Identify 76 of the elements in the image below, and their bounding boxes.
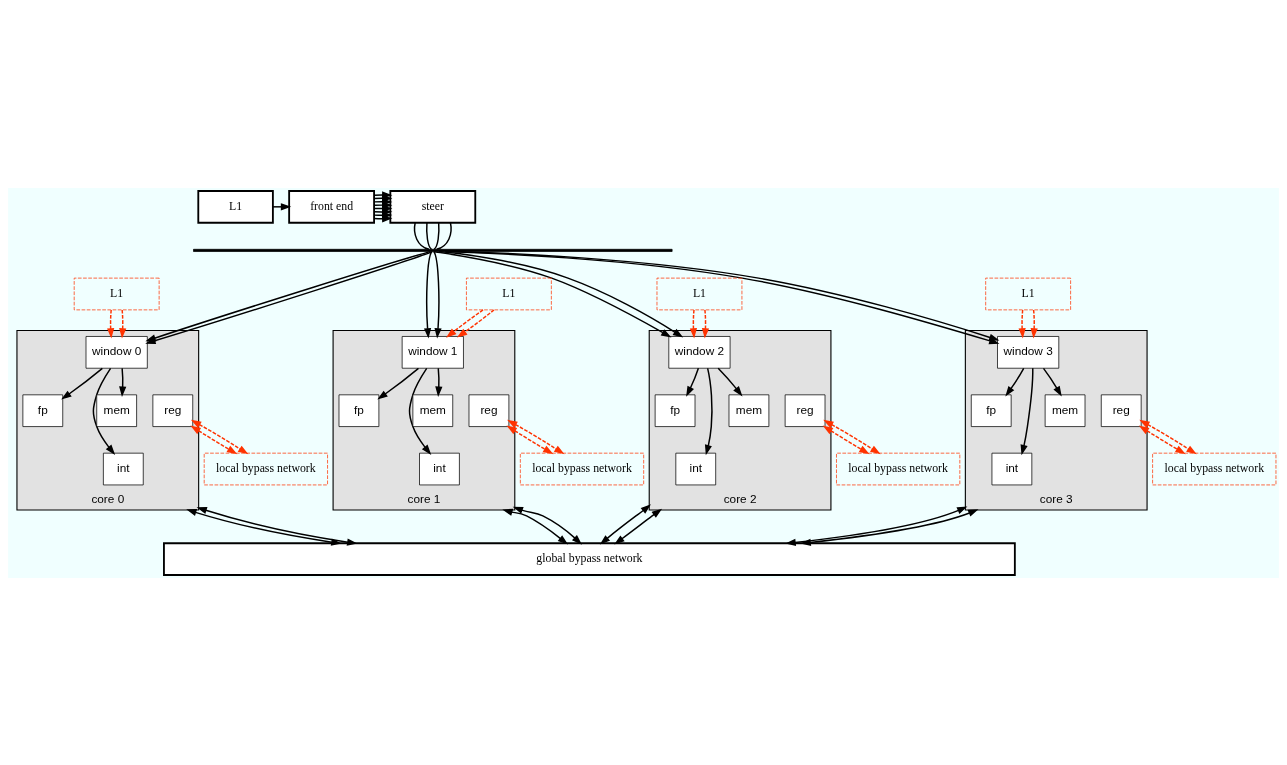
node-box: steer [389,189,477,224]
node-box: L1 [197,189,274,224]
arrow [1018,308,1026,339]
node-box: int [675,452,717,485]
arrow [1030,308,1038,339]
arrow [1020,367,1034,455]
arrow [435,367,443,397]
arrow [446,308,484,338]
connector [435,221,452,250]
node-box: fp [338,393,380,427]
arrow [408,367,432,455]
arrow [502,508,569,545]
node-box: mem [96,393,137,427]
node-box: window 0 [85,335,148,369]
node-box: local bypass network [519,452,645,485]
arrow [823,419,881,454]
node-box: local bypass network [1152,452,1277,485]
node-box: int [103,452,144,485]
arrow [689,308,698,339]
arrow [717,367,743,396]
node-box: int [419,452,460,485]
arrow [507,419,565,454]
node-box: window 3 [997,335,1060,369]
arrow [107,308,115,339]
arrow [822,424,870,454]
arrow [377,367,420,400]
node-box: reg [152,393,194,427]
arrow [614,508,663,544]
node-box: window 1 [401,335,464,369]
arrow [701,308,710,339]
arrow [1042,367,1062,397]
arrow [61,367,104,400]
node-box: L1 [985,277,1071,310]
node-box: L1 [656,277,743,310]
arrow [190,424,238,454]
node-box: fp [22,393,64,427]
arrow [92,367,116,455]
node-box: L1 [466,277,552,310]
connector [413,221,430,250]
node-box: reg [468,393,510,427]
node-box: global bypass network [163,541,1016,576]
arrow [1005,367,1025,396]
arrow [1139,419,1197,454]
arrow [800,508,979,546]
arrow [423,250,433,339]
arrow [119,308,127,339]
arrow [785,505,968,546]
arrow [433,250,442,339]
arrow [599,503,651,545]
arrow [119,367,127,397]
arrow [1138,424,1186,454]
arrow [456,308,495,338]
node-box: mem [1044,393,1086,427]
connector [433,221,440,250]
node-box: local bypass network [836,452,961,485]
arrow [272,202,292,210]
arrow [686,367,700,397]
node-box: L1 [73,277,160,310]
node-box: mem [728,393,770,427]
node-box: local bypass network [203,452,328,485]
node-box: front end [288,189,375,224]
arrow [512,506,582,545]
arrow [196,506,358,546]
node-bar [193,248,673,252]
node-box: reg [1100,393,1142,427]
arrow [506,424,554,454]
node-box: mem [412,393,454,427]
connector [425,221,433,250]
node-box: reg [784,393,826,427]
node-box: fp [970,393,1012,427]
node-box: fp [654,393,696,427]
arrow [186,508,342,546]
node-box: int [991,452,1033,485]
arrow [704,367,713,455]
node-box: window 2 [668,335,731,369]
arrow [190,419,249,454]
